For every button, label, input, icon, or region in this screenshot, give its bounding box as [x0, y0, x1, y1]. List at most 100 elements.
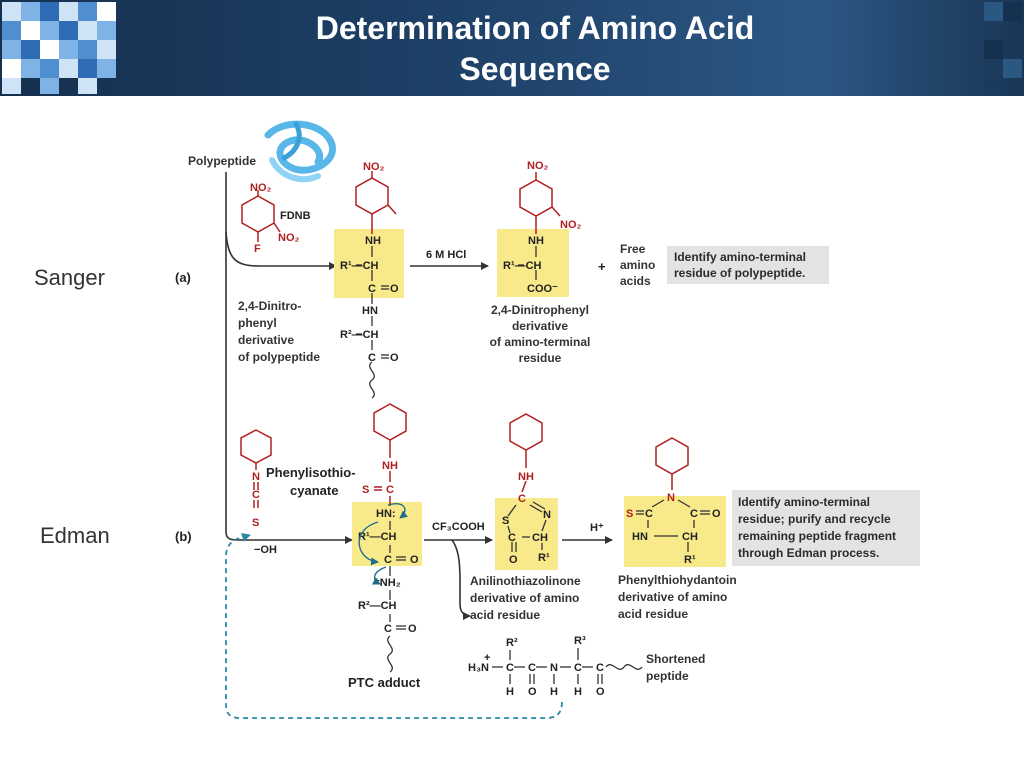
svg-text:C: C: [690, 508, 698, 520]
title-line-2: Sequence: [459, 51, 611, 87]
svg-text:C: C: [574, 662, 582, 674]
pitc-structure: [240, 429, 272, 508]
svg-text:cyanate: cyanate: [290, 483, 338, 498]
peptide-branch-arrow: [451, 539, 471, 620]
svg-text:residue: residue: [519, 351, 562, 365]
svg-text:C: C: [506, 662, 514, 674]
panel-b-label: (b): [175, 529, 192, 544]
curved-arrow-3: [371, 566, 387, 585]
svg-text:O: O: [528, 686, 537, 698]
svg-text:C: C: [386, 484, 394, 496]
svg-text:Anilinothiazolinone: Anilinothiazolinone: [470, 574, 581, 588]
curved-arrow-2: [358, 521, 379, 566]
svg-text:O: O: [390, 352, 399, 364]
svg-text:S: S: [502, 515, 509, 527]
svg-text:NH: NH: [528, 235, 544, 247]
dnp-residue-structure: [519, 172, 561, 234]
svg-text:R¹: R¹: [684, 554, 696, 566]
sanger-flow-line: [225, 231, 337, 270]
slide-title: Determination of Amino Acid Sequence: [120, 8, 950, 90]
svg-text:C: C: [384, 554, 392, 566]
svg-text:phenyl: phenyl: [238, 316, 277, 330]
note-b-box: [732, 490, 920, 566]
tfa-reagent: CF₃COOH: [432, 521, 485, 533]
svg-text:H: H: [506, 686, 514, 698]
svg-text:R²—CH: R²—CH: [340, 329, 379, 341]
svg-text:R¹—CH: R¹—CH: [358, 531, 397, 543]
svg-text:NO₂: NO₂: [560, 219, 582, 231]
svg-text:acid residue: acid residue: [618, 607, 688, 621]
svg-text:CH: CH: [532, 532, 548, 544]
title-line-1: Determination of Amino Acid: [315, 10, 755, 46]
protein-ribbon-icon: [264, 120, 336, 183]
svg-text:N: N: [252, 471, 260, 483]
svg-text:Phenylisothio-: Phenylisothio-: [266, 465, 356, 480]
svg-text:of amino-terminal: of amino-terminal: [490, 335, 591, 349]
svg-text:NH: NH: [518, 471, 534, 483]
svg-text:C: C: [252, 489, 260, 501]
svg-text:S: S: [626, 508, 633, 520]
note-a-line-1: Identify amino-terminal: [674, 250, 806, 264]
h-plus-reagent: H⁺: [590, 522, 604, 534]
free-amino-acids-label: Free amino acids: [620, 242, 655, 288]
svg-text:O: O: [596, 686, 605, 698]
svg-text:C: C: [508, 532, 516, 544]
svg-text:O: O: [712, 508, 721, 520]
pitc-label: Phenylisothio- cyanate: [266, 465, 356, 498]
note-b-line-1: Identify amino-terminal: [738, 495, 870, 509]
note-b-line-2: residue; purify and recycle: [738, 512, 891, 526]
svg-text:NO₂: NO₂: [250, 182, 272, 194]
svg-text:HN: HN: [632, 531, 648, 543]
svg-text:C: C: [368, 283, 376, 295]
svg-text:R¹: R¹: [538, 552, 550, 564]
svg-text:CH: CH: [682, 531, 698, 543]
svg-text:H: H: [550, 686, 558, 698]
svg-text:of polypeptide: of polypeptide: [238, 350, 320, 364]
dnp-polypeptide-structure: [355, 171, 397, 234]
recycle-loop-arrow: [225, 532, 563, 719]
svg-text:C: C: [645, 508, 653, 520]
svg-text:N: N: [543, 509, 551, 521]
panel-a-label: (a): [175, 270, 191, 285]
svg-text:Phenylthiohydantoin: Phenylthiohydantoin: [618, 573, 737, 587]
ptc-phenyl: [373, 403, 407, 506]
svg-text:+: +: [598, 259, 606, 274]
svg-text:R¹—CH: R¹—CH: [503, 260, 542, 272]
svg-text:C: C: [518, 493, 526, 505]
svg-text:+: +: [484, 652, 490, 664]
svg-text:F: F: [254, 243, 261, 255]
atz-structure: [509, 413, 543, 493]
svg-text:acids: acids: [620, 274, 651, 288]
fdnb-structure: [241, 190, 281, 242]
ptc-adduct-label: PTC adduct: [348, 675, 421, 690]
svg-text:derivative: derivative: [238, 333, 294, 347]
svg-text:NO₂: NO₂: [527, 160, 549, 172]
fdnb-label: FDNB: [280, 210, 311, 222]
svg-text:NH: NH: [382, 460, 398, 472]
note-b-line-4: through Edman process.: [738, 546, 879, 560]
svg-text:Shortened: Shortened: [646, 652, 705, 666]
svg-text:HN:: HN:: [376, 508, 396, 520]
shortened-peptide-structure: + H₃N C C N C C R² R³ H O H H O: [468, 635, 643, 698]
svg-text:C: C: [528, 662, 536, 674]
svg-text:C: C: [368, 352, 376, 364]
hydroxide-label: −OH: [254, 544, 277, 556]
pth-structure: [655, 437, 689, 490]
svg-text:R²: R²: [506, 637, 518, 649]
shortened-peptide-label: Shortened peptide: [646, 652, 705, 683]
svg-text:derivative of amino: derivative of amino: [470, 591, 579, 605]
hcl-reagent: 6 M HCl: [426, 249, 466, 261]
svg-text:derivative of amino: derivative of amino: [618, 590, 727, 604]
atz-label: Anilinothiazolinone derivative of amino …: [470, 574, 581, 622]
note-a-box: [667, 246, 829, 284]
svg-text:peptide: peptide: [646, 669, 689, 683]
svg-text:2,4-Dinitro-: 2,4-Dinitro-: [238, 299, 301, 313]
svg-text:COO⁻: COO⁻: [527, 283, 558, 295]
svg-text:O: O: [408, 623, 417, 635]
header-bar: Determination of Amino Acid Sequence: [0, 0, 1024, 96]
polypeptide-backbone: [356, 246, 389, 399]
dnp-polypeptide-highlight: [334, 229, 404, 298]
svg-text:amino: amino: [620, 258, 655, 272]
svg-text:HN: HN: [362, 305, 378, 317]
